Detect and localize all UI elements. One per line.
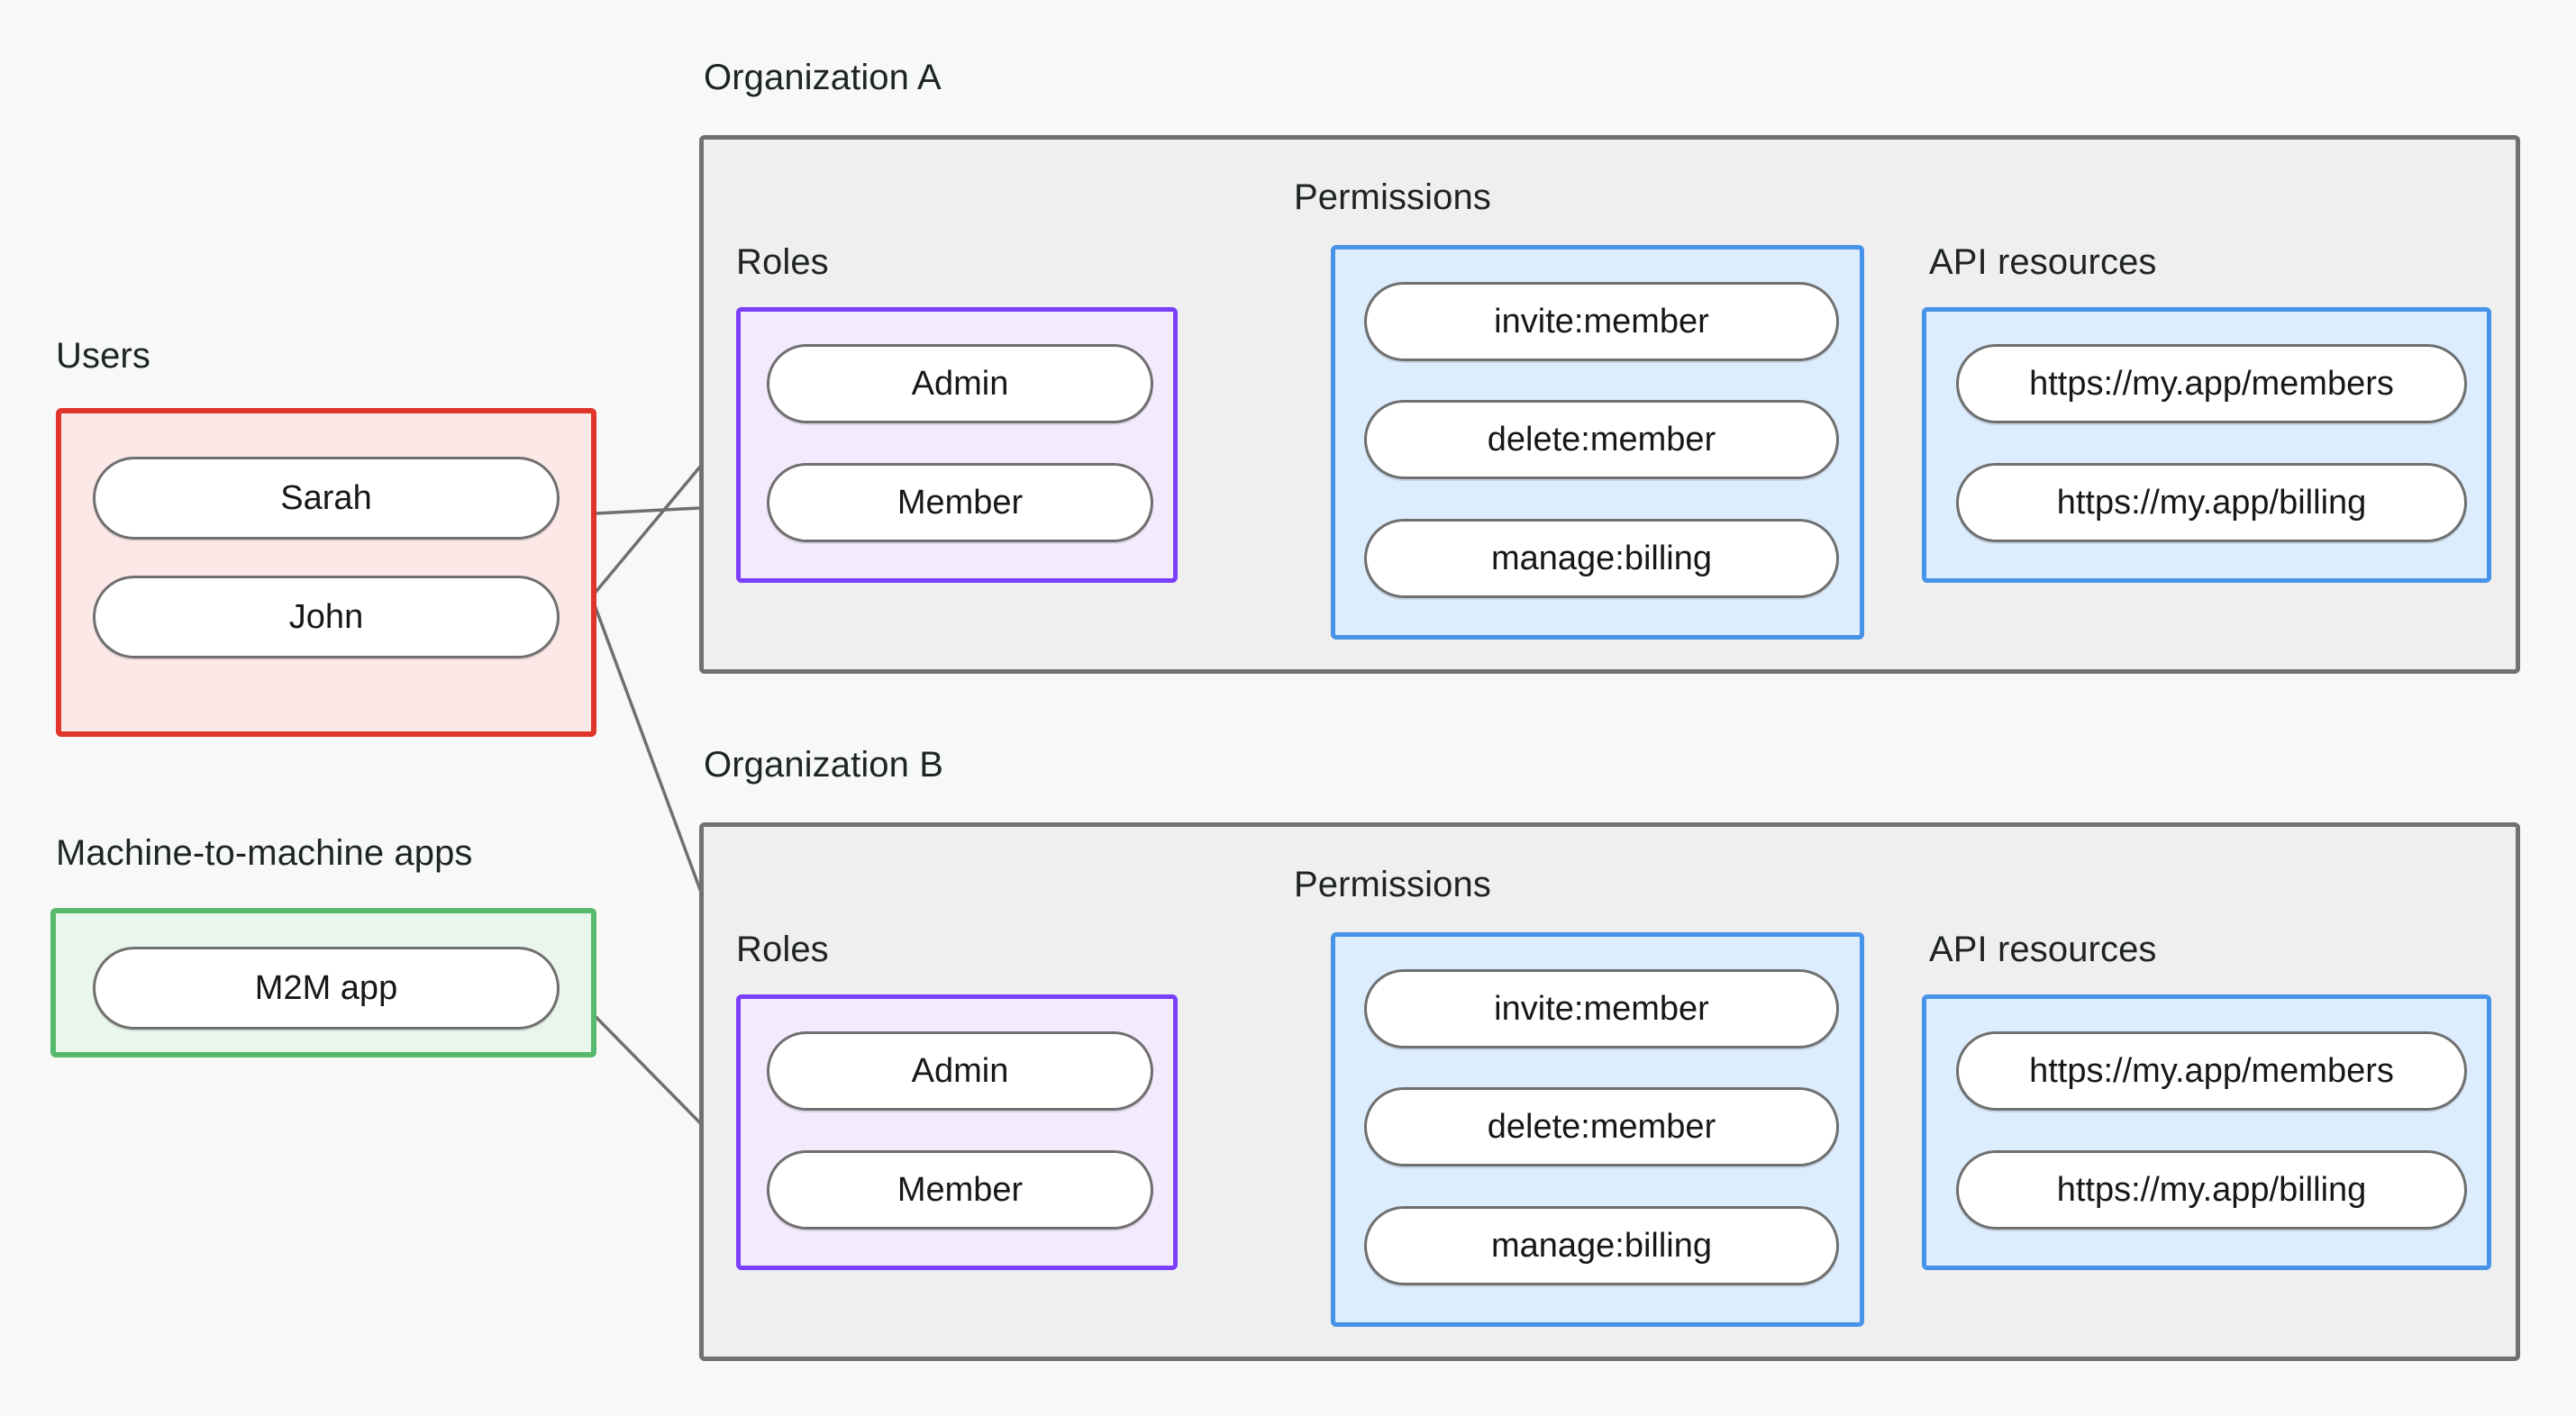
orgB-role-admin[interactable]: Admin [767, 1031, 1153, 1111]
organization-a-container: Roles Admin Member Permissions invite:me… [699, 135, 2520, 674]
orgA-permission-invite-member[interactable]: invite:member [1364, 282, 1839, 361]
orgA-roles-container: Admin Member [736, 307, 1178, 583]
orgB-permissions-label: Permissions [1294, 865, 1491, 904]
users-group-label: Users [56, 336, 150, 376]
orgB-role-member[interactable]: Member [767, 1150, 1153, 1230]
orgB-permissions-container: invite:member delete:member manage:billi… [1331, 932, 1864, 1327]
orgB-api-resource-members[interactable]: https://my.app/members [1956, 1031, 2467, 1111]
orgB-roles-label: Roles [736, 930, 829, 969]
orgA-permission-delete-member[interactable]: delete:member [1364, 400, 1839, 479]
organization-b-container: Roles Admin Member Permissions invite:me… [699, 822, 2520, 1361]
m2m-group-label: Machine-to-machine apps [56, 833, 473, 873]
orgA-api-resources-label: API resources [1929, 242, 2157, 282]
orgA-role-member[interactable]: Member [767, 463, 1153, 542]
m2m-node-app[interactable]: M2M app [93, 947, 560, 1030]
user-node-john[interactable]: John [93, 576, 560, 658]
orgA-api-resources-container: https://my.app/members https://my.app/bi… [1922, 307, 2491, 583]
orgB-api-resource-billing[interactable]: https://my.app/billing [1956, 1150, 2467, 1230]
orgA-roles-label: Roles [736, 242, 829, 282]
orgA-api-resource-billing[interactable]: https://my.app/billing [1956, 463, 2467, 542]
orgB-api-resources-container: https://my.app/members https://my.app/bi… [1922, 994, 2491, 1270]
orgB-api-resources-label: API resources [1929, 930, 2157, 969]
orgA-permissions-container: invite:member delete:member manage:billi… [1331, 245, 1864, 640]
orgB-permission-manage-billing[interactable]: manage:billing [1364, 1206, 1839, 1285]
orgA-permissions-label: Permissions [1294, 177, 1491, 217]
user-node-sarah[interactable]: Sarah [93, 457, 560, 540]
m2m-container: M2M app [50, 908, 596, 1057]
orgA-api-resource-members[interactable]: https://my.app/members [1956, 344, 2467, 423]
orgB-permission-invite-member[interactable]: invite:member [1364, 969, 1839, 1048]
orgA-role-admin[interactable]: Admin [767, 344, 1153, 423]
users-container: Sarah John [56, 408, 596, 737]
organization-a-label: Organization A [704, 58, 942, 97]
orgB-permission-delete-member[interactable]: delete:member [1364, 1087, 1839, 1166]
orgA-permission-manage-billing[interactable]: manage:billing [1364, 519, 1839, 598]
orgB-roles-container: Admin Member [736, 994, 1178, 1270]
organization-b-label: Organization B [704, 745, 943, 785]
